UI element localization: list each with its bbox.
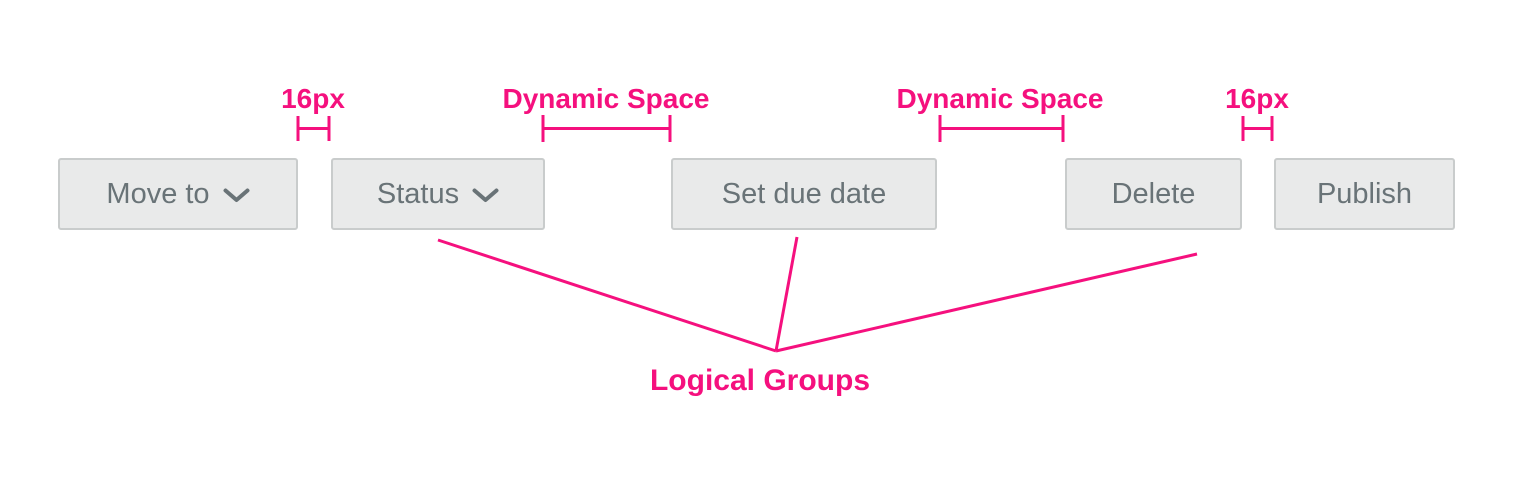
leader-line-status-group [437, 238, 777, 353]
logical-groups-label: Logical Groups [649, 364, 871, 397]
spacing-bracket-dynamic-left [541, 115, 672, 142]
move-to-button[interactable]: Move to [58, 158, 298, 230]
spacing-label-16px-right: 16px [1225, 83, 1289, 114]
spacing-label-dynamic-right: Dynamic Space [896, 83, 1104, 114]
status-button[interactable]: Status [331, 158, 545, 230]
spacing-bracket-dynamic-right [938, 115, 1065, 142]
status-button-label: Status [376, 177, 460, 210]
spacing-bracket-16px-right [1241, 116, 1274, 141]
spacing-label-dynamic-left: Dynamic Space [502, 83, 710, 114]
spacing-label-16px-left: 16px [281, 83, 345, 114]
leader-line-delete-group [775, 252, 1198, 353]
publish-button-label: Publish [1316, 177, 1413, 210]
delete-button-label: Delete [1111, 177, 1196, 210]
delete-button[interactable]: Delete [1065, 158, 1242, 230]
move-to-button-label: Move to [106, 177, 210, 210]
set-due-date-button-label: Set due date [721, 177, 887, 210]
spacing-bracket-16px-left [296, 116, 331, 141]
leader-line-setduedate-group [774, 236, 799, 352]
publish-button[interactable]: Publish [1274, 158, 1455, 230]
set-due-date-button[interactable]: Set due date [671, 158, 937, 230]
chevron-down-icon [472, 188, 499, 202]
chevron-down-icon [223, 188, 250, 202]
